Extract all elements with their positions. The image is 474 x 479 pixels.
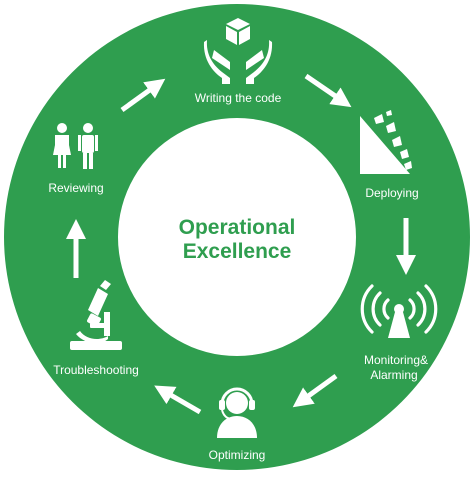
stage-label-reviewing: Reviewing <box>48 181 103 195</box>
microscope-icon <box>70 280 122 350</box>
wireless-antenna-icon <box>360 284 438 338</box>
stage-label-writing-the-code: Writing the code <box>195 91 282 105</box>
stage-reviewing: Reviewing <box>48 123 104 195</box>
stage-label-deploying: Deploying <box>365 186 418 200</box>
arrow-monitoring-to-optimizing <box>292 373 338 408</box>
arrow-optimizing-to-troubleshooting <box>154 385 202 415</box>
arrow-reviewing-to-writing <box>120 78 166 113</box>
center-title-line2: Excellence <box>183 240 292 263</box>
crumbling-block-icon <box>360 110 412 174</box>
stage-label-monitoring: Monitoring& <box>364 353 428 367</box>
hands-holding-box-icon <box>203 18 273 84</box>
stage-label-optimizing: Optimizing <box>209 448 266 462</box>
headset-person-icon <box>217 387 257 438</box>
arrow-writing-to-deploying <box>304 73 352 108</box>
stage-optimizing: Optimizing <box>209 387 266 462</box>
flow-arrows <box>66 73 416 415</box>
people-icon <box>53 123 98 169</box>
cycle-ring <box>4 4 471 470</box>
stage-label-alarming: Alarming <box>370 368 417 382</box>
stage-label-troubleshooting: Troubleshooting <box>53 363 139 377</box>
stage-monitoring-alarming: Monitoring& Alarming <box>360 284 438 382</box>
center-title-line1: Operational <box>179 216 296 239</box>
stage-deploying: Deploying <box>360 110 419 200</box>
stage-writing-the-code: Writing the code <box>195 18 282 105</box>
stage-troubleshooting: Troubleshooting <box>53 280 139 377</box>
